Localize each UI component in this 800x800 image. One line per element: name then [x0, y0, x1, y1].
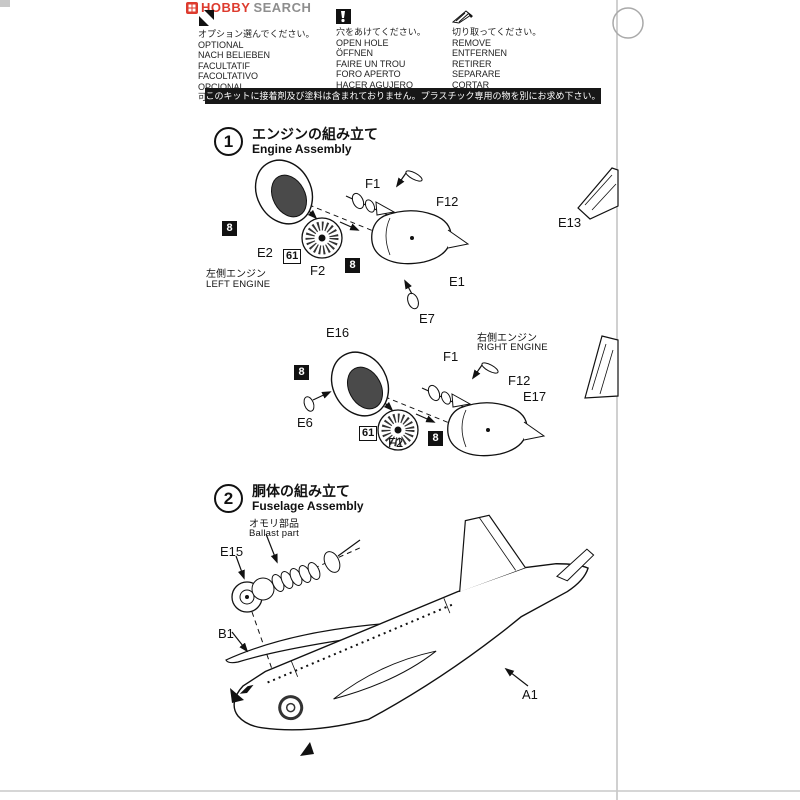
step2-title-jp: 胴体の組み立て: [252, 483, 350, 499]
legend-text-line: FAIRE UN TROU: [336, 58, 406, 69]
part-label: 61: [283, 249, 302, 264]
part-label: オモリ部品: [249, 519, 299, 530]
part-label: 左側エンジン: [206, 269, 266, 280]
legend-text-line: FACULTATIF: [198, 60, 251, 71]
part-label: F12: [436, 194, 459, 209]
part-label: 61: [359, 426, 378, 441]
step1-title-jp: エンジンの組み立て: [252, 126, 378, 142]
legend-text-line: SEPARARE: [452, 69, 501, 79]
ballast-diagram: [231, 533, 363, 694]
legend-text-line: FACOLTATIVO: [198, 71, 259, 81]
legend-text-line: ÖFFNEN: [336, 48, 373, 58]
part-label: 8: [222, 221, 237, 236]
part-e6-diagram: [303, 391, 332, 412]
part-label: RIGHT ENGINE: [477, 342, 548, 353]
part-label: E16: [326, 325, 350, 340]
part-label: LEFT ENGINE: [206, 279, 271, 290]
part-label: E17: [523, 389, 547, 404]
part-label: 8: [345, 258, 360, 273]
part-label: 8: [428, 431, 443, 446]
part-label: Ballast part: [249, 528, 299, 539]
open-hole-icon: [336, 9, 351, 24]
legend-text-line: 穴をあけてください。: [336, 27, 426, 37]
part-label: E7: [419, 311, 435, 326]
part-e7-diagram: [404, 279, 419, 310]
part-label: F2: [388, 435, 404, 450]
notice-banner: このキットに接着剤及び塗料は含まれておりません。プラスチック専用の物を別にお求め…: [205, 88, 601, 104]
step2-title-en: Fuselage Assembly: [252, 499, 364, 513]
part-label: E13: [558, 215, 582, 230]
wing-part-e13-diagram: [577, 167, 619, 220]
cut-knife-icon: [452, 10, 473, 24]
part-label: F2: [310, 263, 326, 278]
part-label: E6: [297, 415, 313, 430]
legend-text-line: OPCIONAL: [198, 81, 245, 92]
part-label: F12: [508, 373, 531, 388]
step2-number: 2: [214, 484, 243, 513]
part-label: B1: [218, 626, 234, 641]
step1-number: 1: [214, 127, 243, 156]
part-label: 右側エンジン: [477, 333, 537, 344]
legend-text-line: RETIRER: [452, 58, 492, 69]
optional-choice-icon: [199, 10, 214, 26]
part-label: F1: [365, 176, 381, 191]
part-label: E1: [449, 274, 465, 289]
legend-text-line: 切り取ってください。: [452, 27, 542, 37]
legend-text-line: ENTFERNEN: [452, 48, 508, 58]
legend-text-line: NACH BELIEBEN: [198, 50, 271, 60]
fuselage-a1-diagram: [233, 514, 595, 731]
legend-text-line: OPTIONAL: [198, 39, 244, 50]
legend-text-line: FORO APERTO: [336, 69, 401, 79]
watermark-search-text: SEARCH: [253, 0, 312, 15]
assembly-arrows: [230, 667, 529, 756]
wing-part-partial-diagram: [584, 335, 619, 399]
part-label: E15: [220, 544, 244, 559]
left-engine-diagram: [245, 150, 468, 263]
part-label: 8: [294, 365, 309, 380]
legend-text-line: OPEN HOLE: [336, 37, 389, 48]
hobbysearch-logo-icon: [186, 1, 198, 14]
step1-header: 1 エンジンの組み立て Engine Assembly: [214, 127, 378, 156]
step2-header: 2 胴体の組み立て Fuselage Assembly: [214, 484, 364, 513]
legend-text-line: REMOVE: [452, 37, 492, 48]
legend-text-line: HACER AGUJERO: [336, 79, 414, 90]
legend-text-line: CORTAR: [452, 79, 490, 90]
part-label: A1: [522, 687, 538, 702]
part-label: F1: [443, 349, 459, 364]
part-label: E2: [257, 245, 273, 260]
step1-title-en: Engine Assembly: [252, 142, 352, 156]
legend-text-line: オプション選んでください。: [198, 29, 315, 39]
